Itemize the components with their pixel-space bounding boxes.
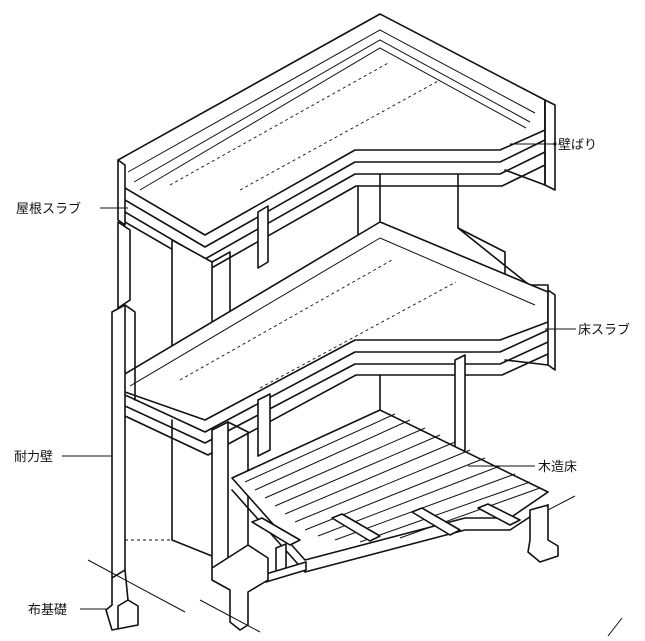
floor-joists — [251, 503, 521, 583]
label-wooden-floor: 木造床 — [538, 460, 577, 475]
roof-slab — [117, 13, 546, 271]
floor-slab — [117, 221, 556, 456]
wooden-floor — [231, 409, 549, 583]
strip-foundation — [87, 495, 623, 637]
label-roof-slab: 屋根スラブ — [16, 201, 81, 217]
label-bearing-wall: 耐力壁 — [14, 450, 53, 465]
label-floor-slab: 床スラブ — [578, 322, 630, 338]
label-strip-foundation: 布基礎 — [28, 603, 67, 618]
leader-lines — [62, 142, 576, 610]
label-wall-beam: 壁ばり — [558, 138, 597, 153]
